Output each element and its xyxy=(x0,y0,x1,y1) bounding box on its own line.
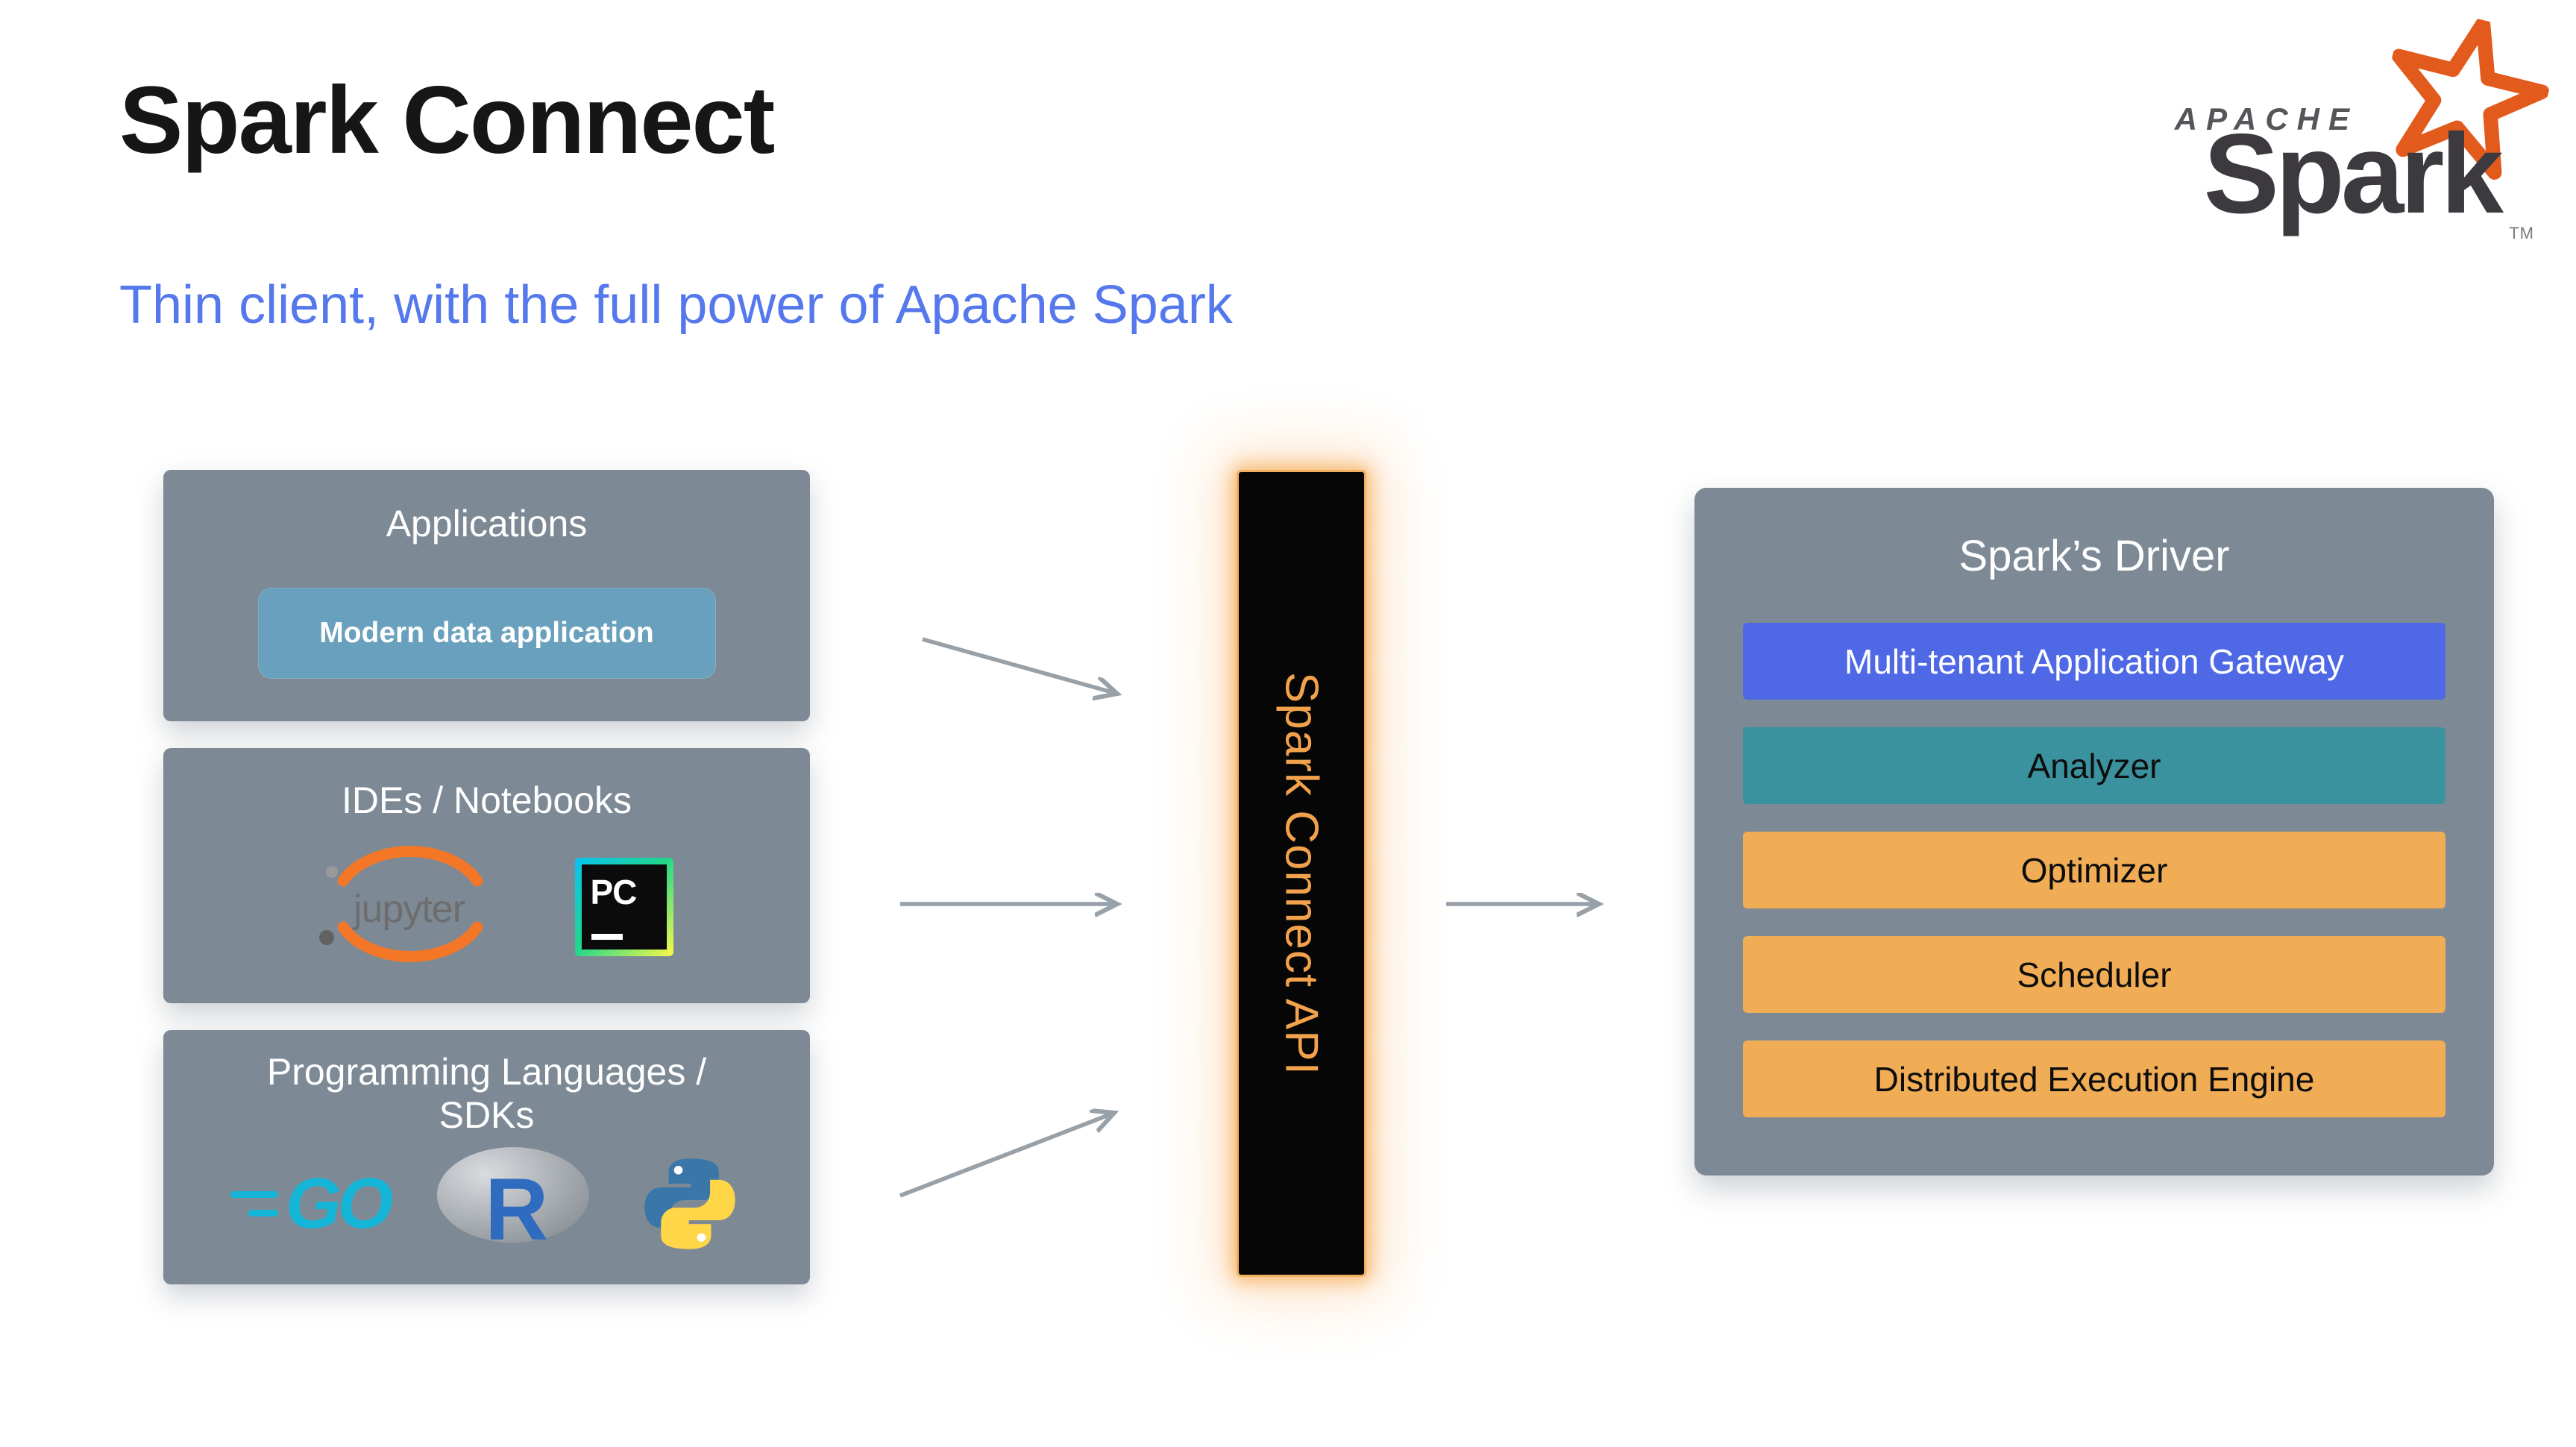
driver-row-execution-engine: Distributed Execution Engine xyxy=(1743,1040,2445,1117)
spark-driver-title: Spark’s Driver xyxy=(1958,532,2230,580)
r-logo: R xyxy=(437,1147,590,1261)
driver-row-analyzer: Analyzer xyxy=(1743,727,2445,804)
spark-star-icon xyxy=(2391,16,2550,180)
pycharm-label: PC xyxy=(590,872,638,911)
go-logo: GO xyxy=(230,1163,393,1245)
modern-data-application-chip: Modern data application xyxy=(257,587,716,679)
arrow-languages xyxy=(899,1113,1114,1198)
spark-wordmark: Spark xyxy=(2203,110,2504,237)
go-speed-lines xyxy=(230,1191,278,1217)
jupyter-logo: jupyter xyxy=(301,839,518,975)
trademark-label: TM xyxy=(2509,224,2534,242)
languages-title: Programming Languages / SDKs xyxy=(266,1051,707,1136)
spark-driver-panel: Spark’s Driver Multi-tenant Application … xyxy=(1694,488,2494,1176)
ides-notebooks-box: IDEs / Notebooks jupyter PC xyxy=(163,748,810,1003)
python-logo xyxy=(644,1158,735,1249)
apache-label: APACHE xyxy=(2174,101,2358,136)
page-title: Spark Connect xyxy=(119,67,775,174)
driver-row-gateway: Multi-tenant Application Gateway xyxy=(1743,623,2445,700)
go-label: GO xyxy=(285,1164,393,1243)
spark-connect-api-bar: Spark Connect API xyxy=(1237,470,1366,1277)
driver-rows: Multi-tenant Application Gateway Analyze… xyxy=(1743,623,2445,1117)
apache-spark-logo: APACHE Spark TM xyxy=(2082,13,2550,252)
ides-notebooks-title: IDEs / Notebooks xyxy=(341,779,632,821)
languages-box: Programming Languages / SDKs GO R xyxy=(163,1030,810,1284)
jupyter-label: jupyter xyxy=(353,887,465,931)
applications-box: Applications Modern data application xyxy=(163,470,810,721)
pycharm-logo: PC xyxy=(574,857,673,956)
r-label: R xyxy=(485,1161,549,1259)
jupyter-arcs-icon xyxy=(318,845,483,962)
driver-row-scheduler: Scheduler xyxy=(1743,936,2445,1013)
driver-row-optimizer: Optimizer xyxy=(1743,832,2445,908)
r-ellipse xyxy=(437,1147,590,1243)
pycharm-underscore xyxy=(591,933,623,940)
arrow-applications xyxy=(922,637,1117,694)
spark-connect-api-label: Spark Connect API xyxy=(1275,671,1328,1076)
applications-title: Applications xyxy=(386,503,588,544)
page-subtitle: Thin client, with the full power of Apac… xyxy=(119,275,1233,335)
